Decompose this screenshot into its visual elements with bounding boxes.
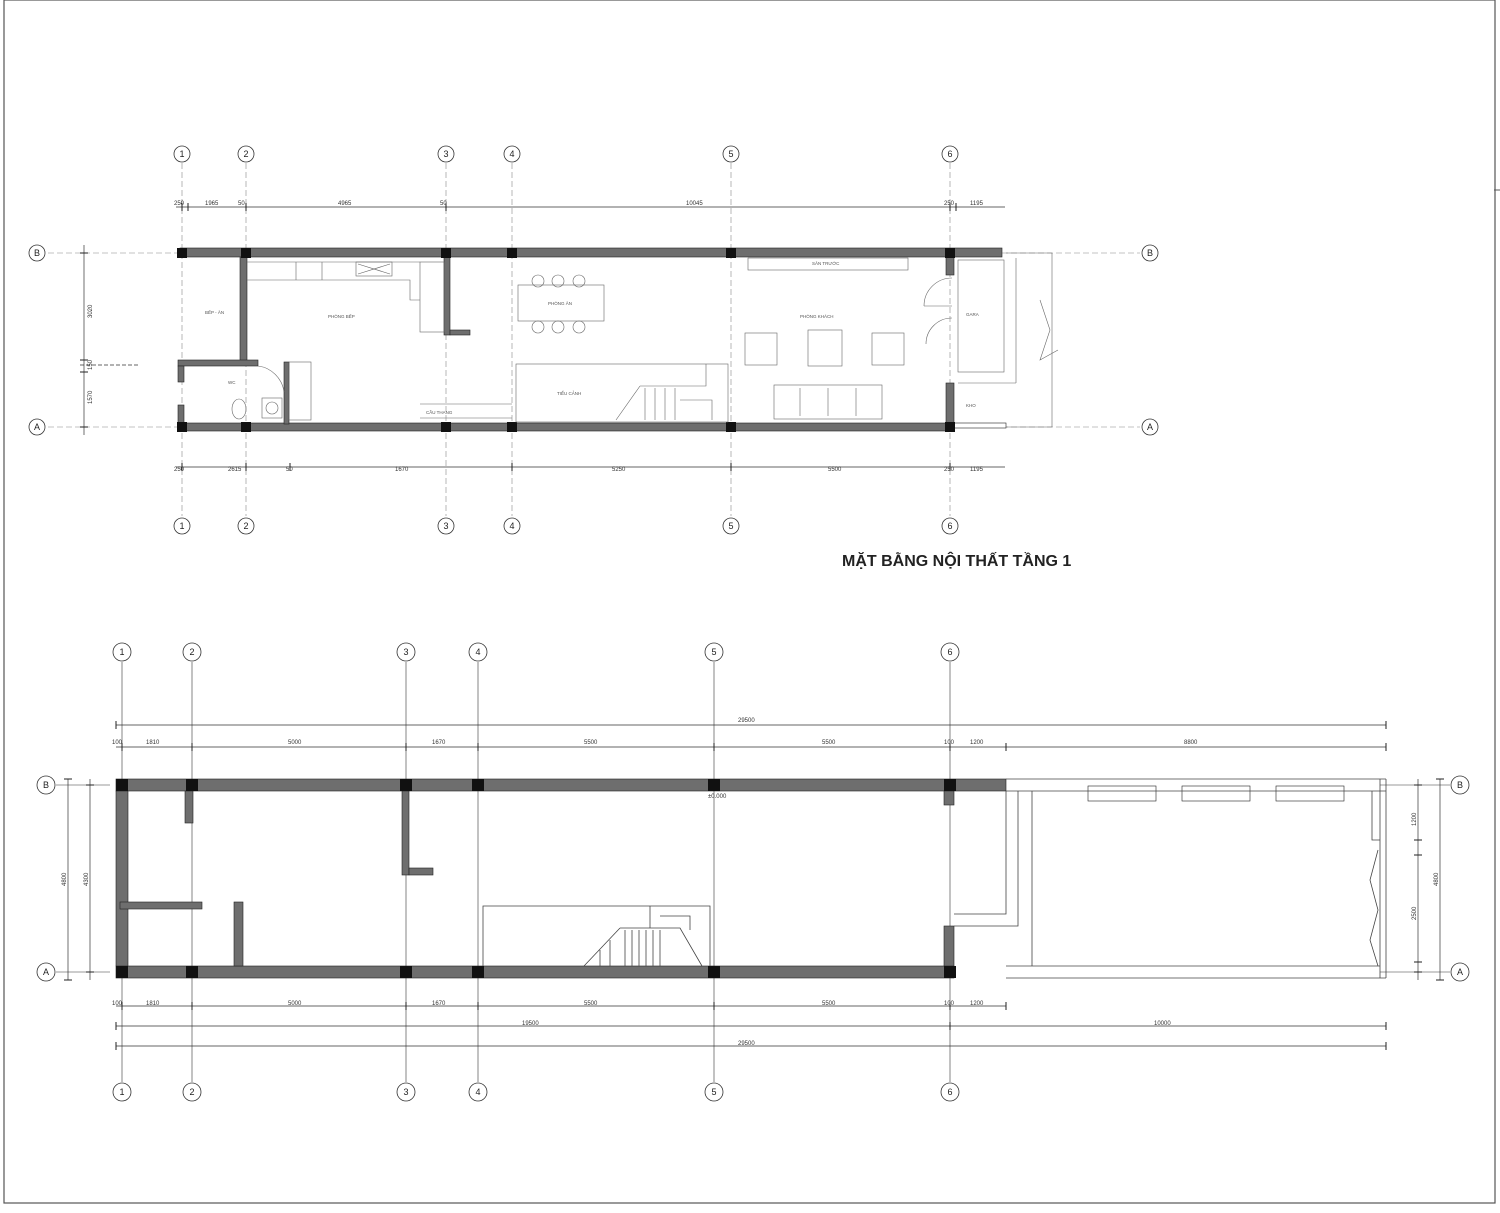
room-label-gara: GARA [966,312,979,317]
plan2-grid-bottom-3: 3 [403,1087,408,1097]
plan2-grid-right-a: A [1457,967,1463,977]
plan1-floor-plan: BẾP - ĂN PHÒNG BẾP PHÒNG ĂN PHÒNG KHÁCH … [28,145,1159,570]
plan1-grid-bottom-3: 3 [443,521,448,531]
plan2-grid-top-2: 2 [189,647,194,657]
plan1-grid-top-3: 3 [443,149,448,159]
plan2-bottom-dim-2: 1810 [146,1001,160,1007]
plan2-top-dim-9: 8800 [1184,740,1198,746]
room-label-cau-thang: CẦU THANG [426,409,453,415]
plan1-bottom-dim-3: 50 [286,467,293,473]
plan2-top-dim-8: 1200 [970,740,984,746]
plan2-grid-right-b: B [1457,780,1463,790]
plan2-bottom-dim-5: 5500 [584,1001,598,1007]
plan2-top-dim-2: 1810 [146,740,160,746]
plan2-grid-top-4: 4 [475,647,480,657]
plan2-grid-bottom-2: 2 [189,1087,194,1097]
plan1-bottom-dim-5: 5250 [612,467,626,473]
plan1-grid-top-5: 5 [728,149,733,159]
plan2-grid-top-5: 5 [711,647,716,657]
plan1-left-dim-1: 3020 [88,304,94,318]
plan2-overall-bottom: 29500 [738,1041,755,1047]
plan2-right-dim-2: 2500 [1412,906,1418,920]
plan2-left-dim-1: 4800 [62,872,68,886]
room-label-tieu-canh: TIỂU CẢNH [557,390,581,396]
plan1-grid-top-1: 1 [179,149,184,159]
plan1-top-dim-2: 1965 [205,201,219,207]
plan1-grid-bottom-5: 5 [728,521,733,531]
plan1-top-dim-5: 50 [440,201,447,207]
plan2-floor-plan: 29500 100 1810 5000 1670 5500 5500 100 1… [36,642,1470,1102]
plan2-grid-top-3: 3 [403,647,408,657]
plan1-grid-left-b: B [34,248,40,258]
plan1-title: MẶT BẰNG NỘI THẤT TẦNG 1 [842,551,1071,570]
room-label-phong-bep: PHÒNG BẾP [328,313,355,319]
plan2-bottom-dim-1: 100 [112,1001,123,1007]
plan2-top-dim-3: 5000 [288,740,302,746]
plan2-bottom-sub-2: 10000 [1154,1021,1171,1027]
plan1-top-dim-8: 1195 [970,201,984,207]
plan2-grid-top-1: 1 [119,647,124,657]
plan2-bottom-dim-8: 1200 [970,1001,984,1007]
plan2-left-dim-2: 4300 [84,872,90,886]
plan2-top-dim-7: 100 [944,740,955,746]
plan2-bottom-dim-7: 100 [944,1001,955,1007]
room-label-san-truoc: SÂN TRƯỚC [812,260,840,266]
room-label-kho: KHO [966,403,976,408]
plan1-bottom-dim-7: 250 [944,467,955,473]
plan1-top-dim-3: 50 [238,201,245,207]
plan1-bottom-dim-6: 5500 [828,467,842,473]
room-label-phong-khach: PHÒNG KHÁCH [800,313,834,319]
plan2-top-dim-4: 1670 [432,740,446,746]
plan2-grid-top-6: 6 [947,647,952,657]
plan1-grid-top-2: 2 [243,149,248,159]
plan1-grid-left-a: A [34,422,40,432]
plan1-bottom-dim-4: 1670 [395,467,409,473]
plan2-bottom-sub-1: 19500 [522,1021,539,1027]
plan1-left-dim-2: 150 [88,359,94,370]
plan1-grid-top-4: 4 [509,149,514,159]
plan2-overall-top: 29500 [738,718,755,724]
plan1-bottom-dim-8: 1195 [970,467,984,473]
plan1-bottom-dim-2: 2615 [228,467,242,473]
plan2-grid-left-b: B [43,780,49,790]
plan1-grid-bottom-2: 2 [243,521,248,531]
plan2-top-dim-6: 5500 [822,740,836,746]
room-label-phong-an: PHÒNG ĂN [548,300,572,306]
plan2-grid-bottom-5: 5 [711,1087,716,1097]
plan1-top-dim-1: 250 [174,201,185,207]
plan1-grid-bottom-1: 1 [179,521,184,531]
plan1-top-dim-7: 250 [944,201,955,207]
plan2-right-dim-1: 1200 [1412,812,1418,826]
plan1-top-dim-4: 4965 [338,201,352,207]
plan2-right-dim-3: 4800 [1434,872,1440,886]
plan1-grid-top-6: 6 [947,149,952,159]
room-label-bep-an: BẾP - ĂN [205,309,224,315]
room-label-wc: WC [228,380,236,385]
plan1-left-dim-3: 1570 [88,390,94,404]
plan2-grid-bottom-1: 1 [119,1087,124,1097]
plan1-bottom-dim-1: 250 [174,467,185,473]
plan2-level-mark: ±0.000 [708,794,727,800]
plan2-bottom-dim-4: 1670 [432,1001,446,1007]
plan2-grid-bottom-4: 4 [475,1087,480,1097]
plan2-bottom-dim-6: 5500 [822,1001,836,1007]
plan2-top-dim-1: 100 [112,740,123,746]
plan1-grid-right-a: A [1147,422,1153,432]
plan2-bottom-dim-3: 5000 [288,1001,302,1007]
sheet-border [3,0,1496,1204]
plan1-grid-bottom-4: 4 [509,521,514,531]
plan1-grid-right-b: B [1147,248,1153,258]
plan2-grid-left-a: A [43,967,49,977]
plan1-grid-bottom-6: 6 [947,521,952,531]
plan2-grid-bottom-6: 6 [947,1087,952,1097]
plan1-top-dim-6: 10045 [686,201,703,207]
plan2-top-dim-5: 5500 [584,740,598,746]
